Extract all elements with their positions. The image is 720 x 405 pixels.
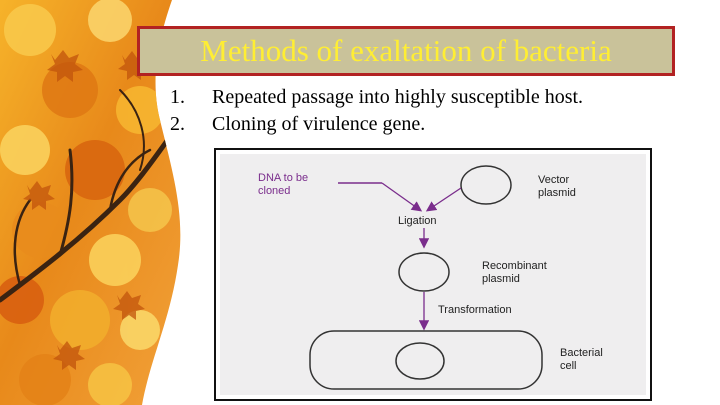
methods-list: 1. Repeated passage into highly suscepti… [170, 84, 583, 138]
list-item: 1. Repeated passage into highly suscepti… [170, 84, 583, 111]
transformation-label: Transformation [438, 304, 512, 316]
vector-plasmid-label: Vector [538, 174, 570, 186]
bacterial-cell-label: cell [560, 360, 577, 372]
cloning-diagram: DNA to be cloned Vector plasmid Ligation… [258, 165, 603, 390]
recombinant-plasmid-circle [398, 252, 450, 292]
slide-title: Methods of exaltation of bacteria [200, 33, 612, 68]
dna-label: DNA to be [258, 172, 308, 184]
vector-plasmid-label: plasmid [538, 187, 576, 199]
list-item-number: 2. [170, 113, 185, 135]
list-item-number: 1. [170, 86, 185, 108]
vector-plasmid-circle [460, 165, 512, 205]
cloning-diagram-frame: DNA to be cloned Vector plasmid Ligation… [214, 148, 652, 401]
list-item-text: Repeated passage into highly susceptible… [212, 86, 584, 108]
bacterial-cell-plasmid [395, 342, 445, 380]
recombinant-plasmid-label: plasmid [482, 273, 520, 285]
recombinant-plasmid-label: Recombinant [482, 260, 547, 272]
ligation-arrow [425, 187, 462, 212]
title-box: Methods of exaltation of bacteria [137, 26, 675, 76]
ligation-arrow [381, 182, 423, 212]
bacterial-cell-label: Bacterial [560, 347, 603, 359]
list-item: 2. Cloning of virulence gene. [170, 111, 583, 138]
bacterial-cell [309, 330, 543, 390]
cloning-diagram-background: DNA to be cloned Vector plasmid Ligation… [220, 154, 646, 395]
ligation-label: Ligation [398, 215, 437, 227]
list-item-text: Cloning of virulence gene. [212, 113, 426, 135]
dna-label: cloned [258, 185, 290, 197]
